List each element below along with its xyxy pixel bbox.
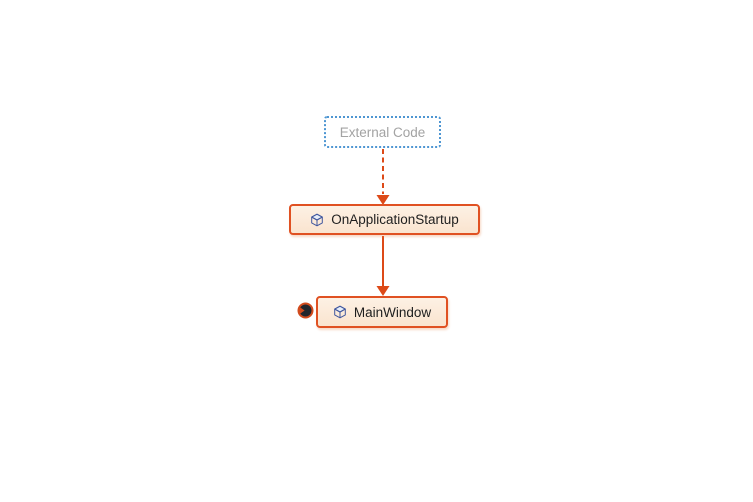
expand-chevron-icon [297,302,314,319]
expand-node-button[interactable] [297,302,314,319]
node-onapplicationstartup[interactable]: OnApplicationStartup [289,204,480,235]
arrowhead-down-icon [376,286,390,296]
node-label: MainWindow [353,304,432,320]
node-external-code[interactable]: External Code [324,116,441,148]
cube-icon [334,305,346,319]
edge-startup-to-main[interactable] [376,236,390,296]
node-label: External Code [339,124,426,140]
node-mainwindow[interactable]: MainWindow [316,296,448,328]
cube-icon [311,213,324,226]
node-label: OnApplicationStartup [331,212,459,227]
edge-external-to-startup[interactable] [376,149,390,205]
